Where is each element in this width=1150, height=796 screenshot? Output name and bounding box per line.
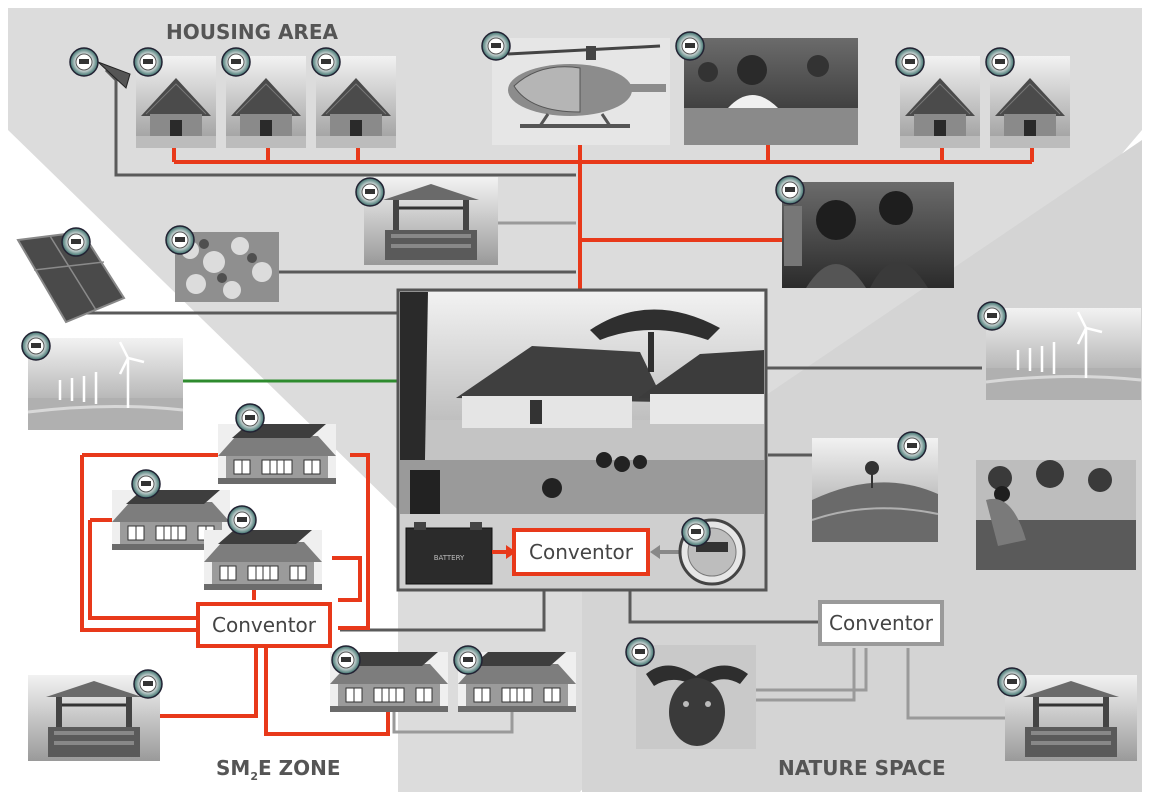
hut-image-5 (985, 47, 1071, 149)
water-well-image-top (355, 176, 499, 266)
wind-farm-image-left (21, 331, 185, 432)
hut-image-4 (895, 47, 981, 149)
sme-converter[interactable]: Conventor (196, 602, 332, 648)
battery-arrow (492, 545, 516, 559)
plants-image (165, 225, 279, 302)
sme-power-wiring (80, 453, 390, 736)
workshop-building-5 (453, 645, 577, 713)
water-well-image-left (26, 669, 163, 763)
water-well-image-right (997, 667, 1139, 763)
housing-area-label: HOUSING AREA (166, 20, 338, 44)
sme-zone-subscript: 2 (250, 770, 258, 783)
nature-converter[interactable]: Conventor (818, 600, 944, 646)
hut-image-1 (133, 47, 217, 149)
data-lines (80, 68, 982, 632)
studying-boys-image (775, 175, 954, 288)
farmer-image (976, 460, 1136, 570)
helicopter-image (481, 31, 670, 145)
buffalo-image (625, 637, 756, 749)
desert-image (811, 431, 939, 542)
electric-meter-image (678, 517, 746, 586)
hut-image-3 (311, 47, 397, 149)
nature-space-label: NATURE SPACE (778, 756, 946, 780)
light-lines (392, 221, 1005, 734)
students-image (675, 31, 858, 145)
street-lamp-icon (69, 47, 131, 89)
workshop-building-4 (329, 645, 449, 713)
central-converter[interactable]: Conventor (512, 528, 650, 576)
sme-zone-prefix: SM (216, 756, 251, 780)
solar-panel-image (16, 227, 126, 324)
wind-farm-image-right (977, 301, 1143, 402)
battery-label: BATTERY (434, 554, 465, 562)
hut-image-2 (221, 47, 307, 149)
sme-zone-label: SM2E ZONE (216, 756, 341, 783)
meter-arrow (650, 545, 680, 559)
sme-zone-suffix: E ZONE (257, 756, 341, 780)
battery-image: BATTERY (405, 522, 493, 585)
